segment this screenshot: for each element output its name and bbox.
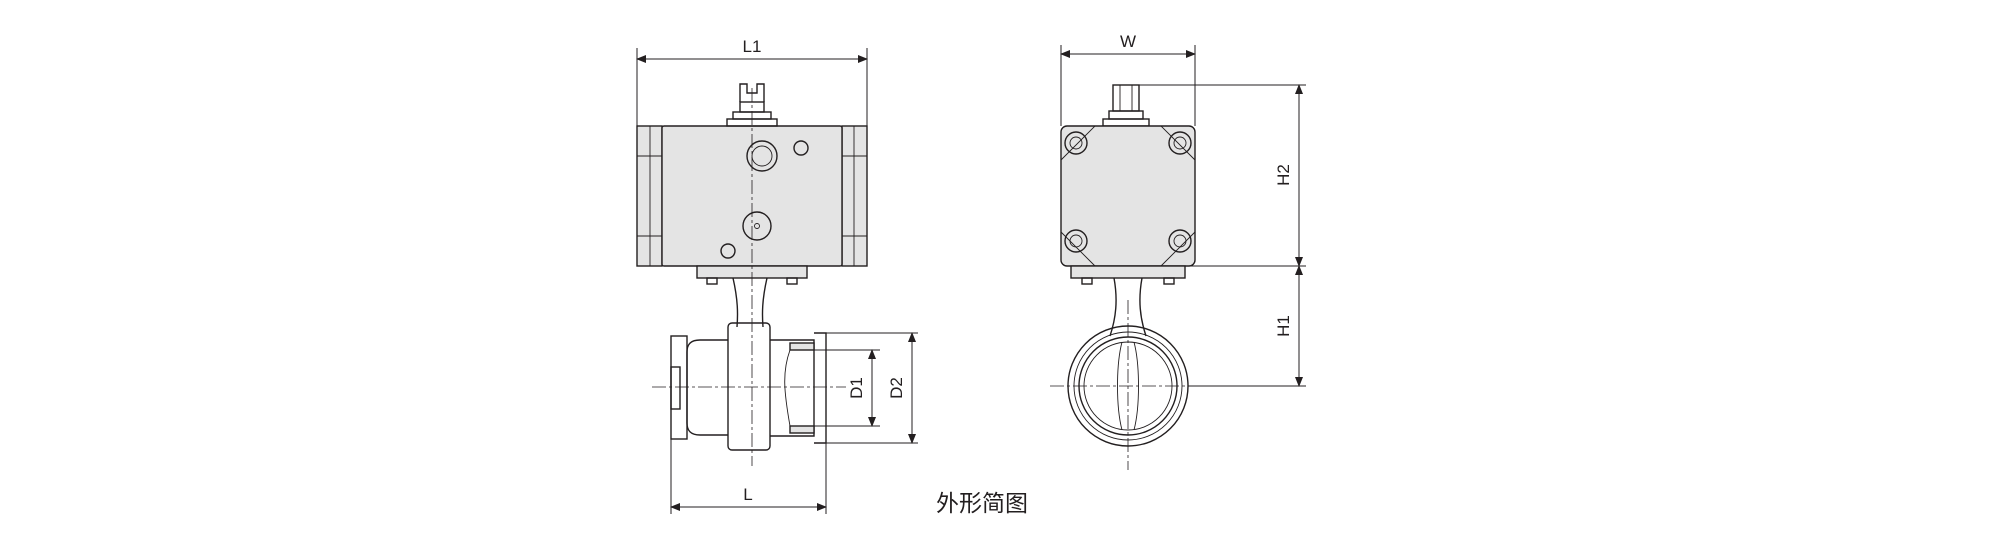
bolt-top-right: [1168, 131, 1192, 155]
bolt-top-left: [1064, 131, 1088, 155]
dim-l1-label: L1: [743, 37, 762, 56]
left-clamp-ferrule: [686, 339, 728, 436]
upper-port: [746, 140, 778, 172]
front-dimensions: L1 D1 D2 L: [636, 37, 918, 514]
side-view: [1050, 84, 1212, 470]
small-port-bottom: [720, 243, 736, 259]
bolt-bottom-left: [1064, 229, 1088, 253]
dim-l-label: L: [743, 485, 752, 504]
front-view: [636, 83, 868, 466]
valve-body: [727, 322, 771, 451]
right-pipe: [770, 339, 815, 437]
side-dimensions: W H2 H1: [1060, 32, 1306, 387]
dim-h2-label: H2: [1274, 164, 1293, 186]
dim-d1-label: D1: [847, 377, 866, 399]
dim-d2-label: D2: [887, 377, 906, 399]
bolt-bottom-right: [1168, 229, 1192, 253]
dim-h1-label: H1: [1274, 315, 1293, 337]
dim-w-label: W: [1120, 32, 1136, 51]
figure-caption: 外形简图: [936, 491, 1028, 517]
actuator-right-cap: [841, 125, 868, 267]
bracket-neck: [732, 277, 768, 328]
lower-port: [742, 211, 772, 241]
small-port-top: [793, 140, 809, 156]
actuator-side-body: [1060, 125, 1196, 267]
actuator-left-cap: [636, 125, 663, 267]
